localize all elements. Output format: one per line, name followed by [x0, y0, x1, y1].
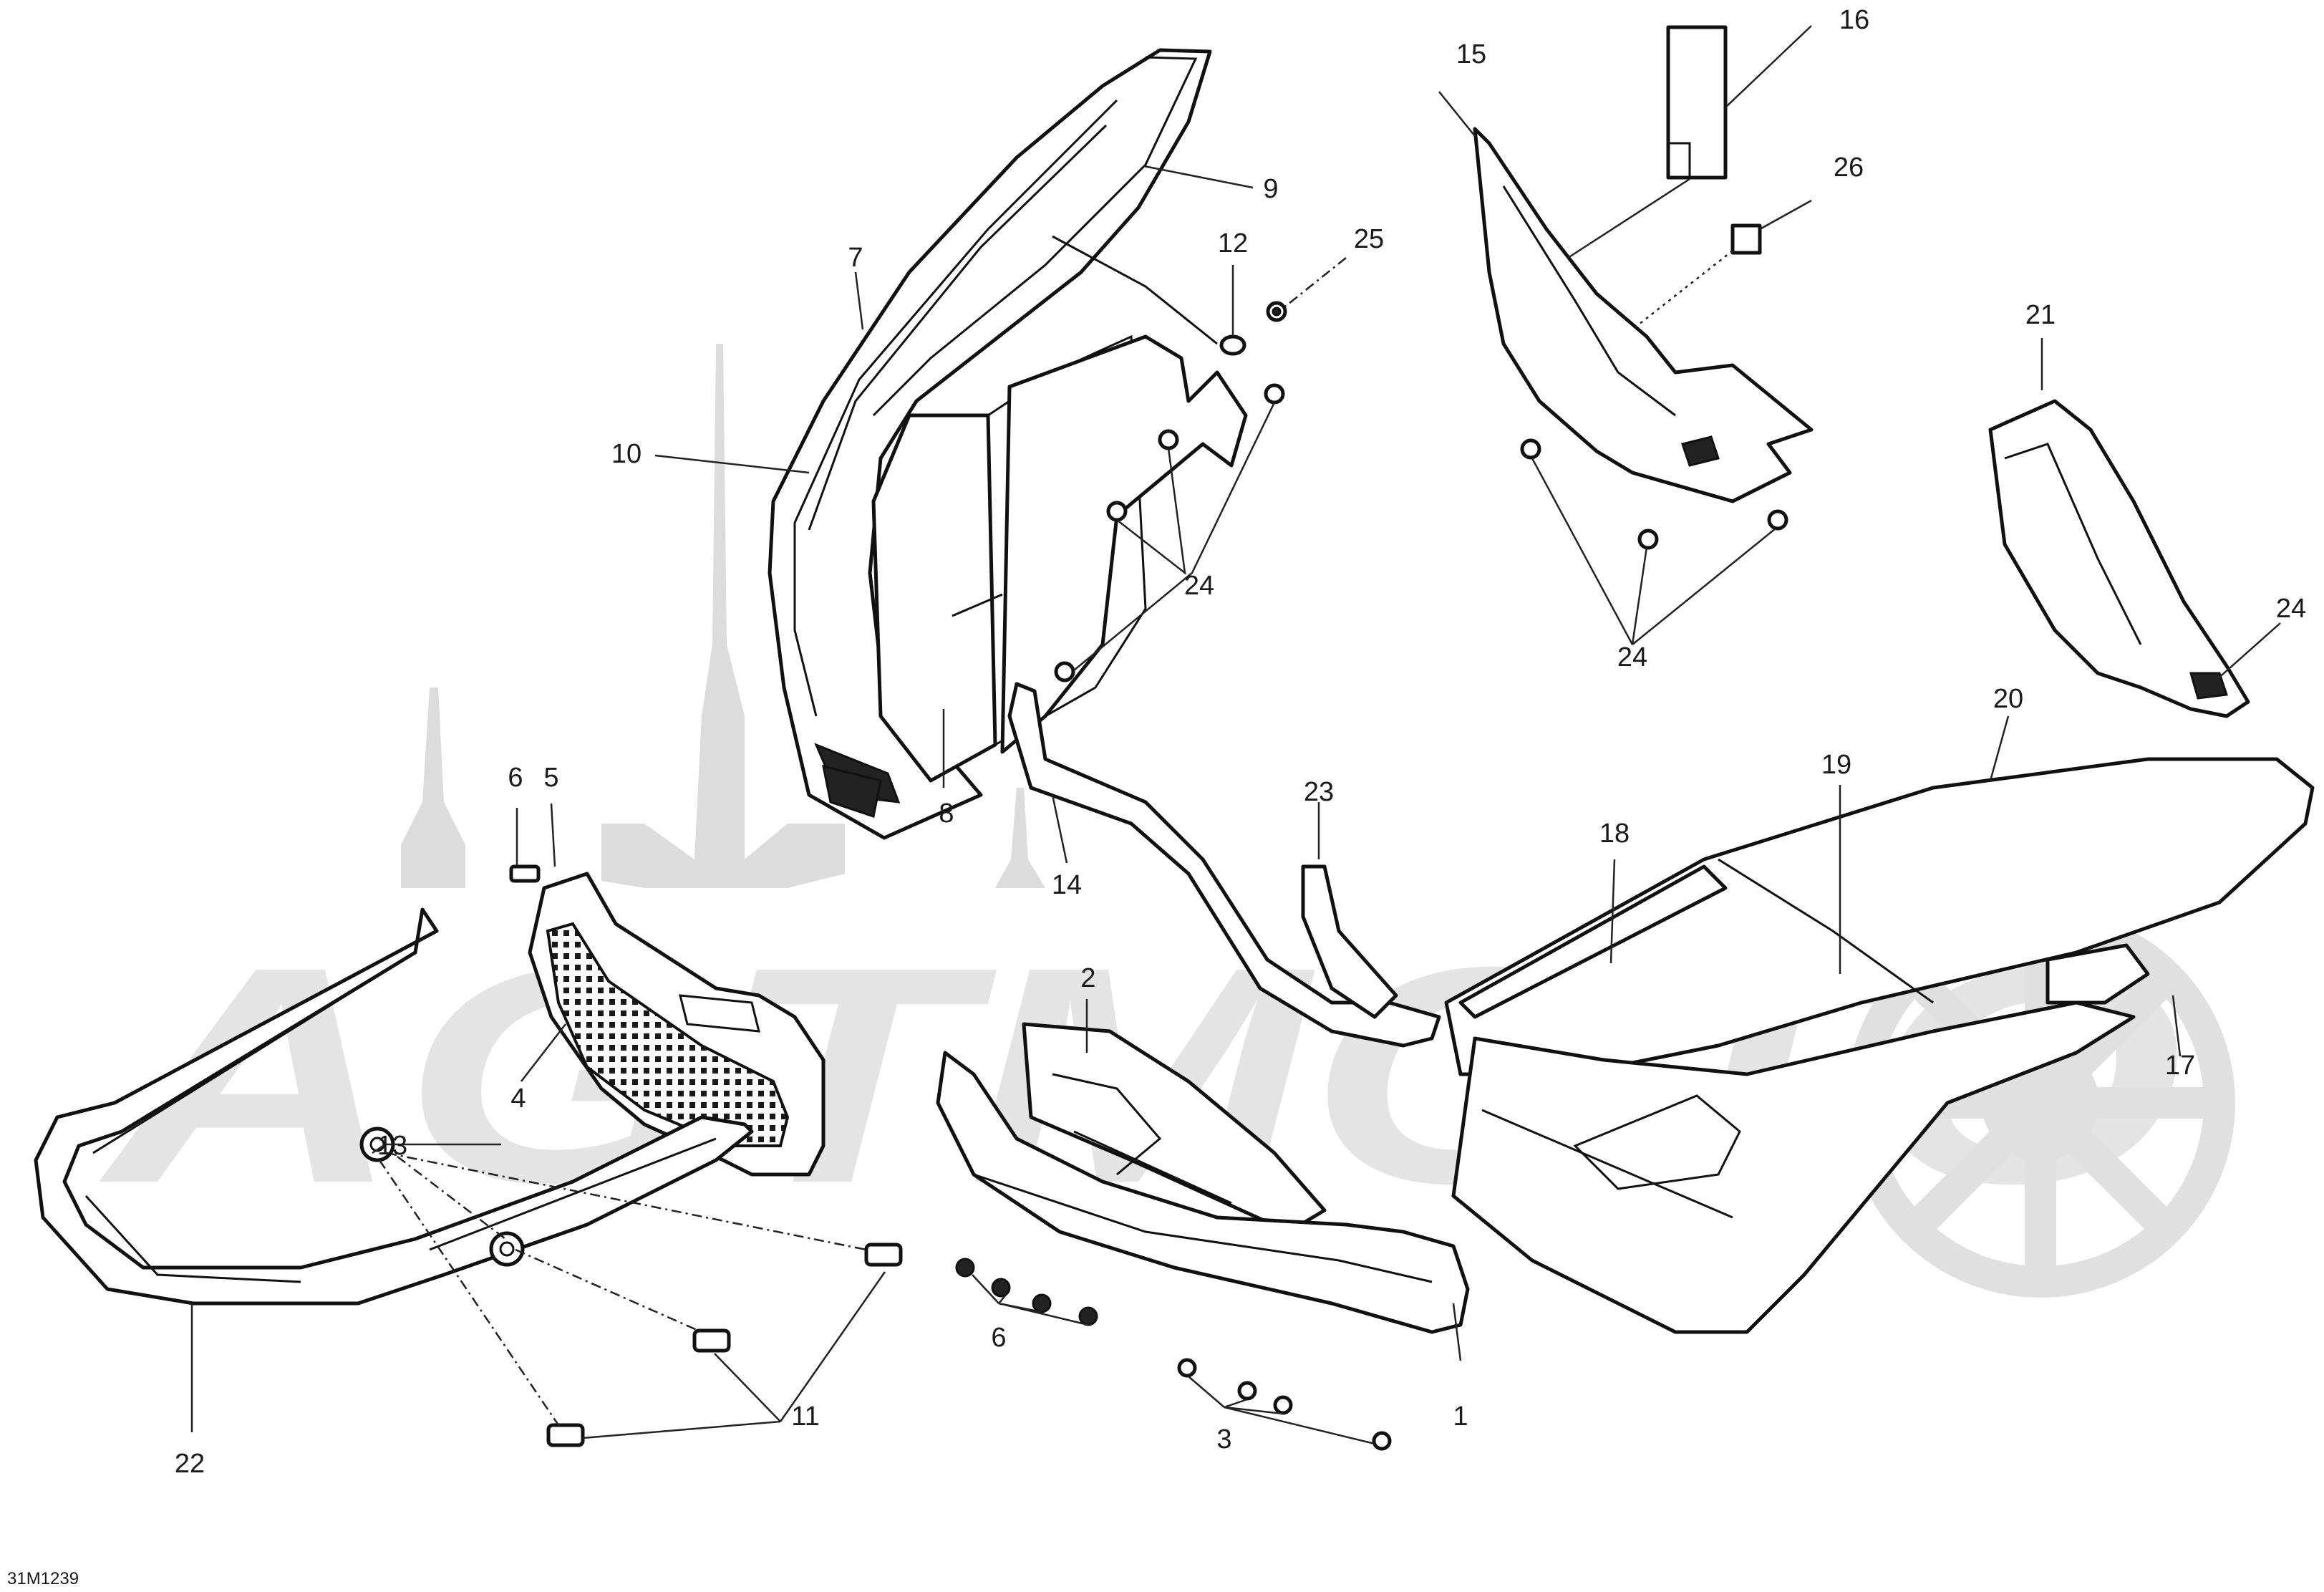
- callout-6-top: 6: [508, 763, 523, 793]
- leader-lines: [190, 25, 2281, 1445]
- callout-16: 16: [1839, 5, 1869, 35]
- screw-6-c: [1032, 1293, 1052, 1313]
- nut-3-b: [1237, 1381, 1257, 1401]
- screw-6-b: [991, 1278, 1011, 1298]
- part-9-upper-trim: [872, 56, 1198, 417]
- callout-21: 21: [2025, 300, 2056, 330]
- nut-25: [1266, 301, 1287, 322]
- screw-6-a: [955, 1258, 975, 1278]
- callout-20: 20: [1993, 684, 2023, 714]
- washer-12: [1219, 334, 1246, 356]
- part-8-bracket: [1000, 334, 1248, 754]
- part-1-lower-trim: [936, 1051, 1470, 1334]
- part-7-upper-cover: [768, 48, 1212, 840]
- callout-15: 15: [1456, 39, 1486, 69]
- callout-22: 22: [175, 1449, 205, 1479]
- part-17-fairing-bracket: [2045, 943, 2150, 1005]
- nut-24-a: [1264, 383, 1285, 405]
- part-22-bumper-tube: [34, 907, 754, 1306]
- callout-18: 18: [1599, 819, 1630, 849]
- part-22-bumper: [34, 907, 754, 1306]
- callout-12: 12: [1218, 228, 1248, 259]
- screw-6-top: [509, 864, 541, 883]
- callout-24-upper: 24: [1184, 571, 1214, 601]
- part-14-bar: [1007, 682, 1441, 1048]
- nut-24-d: [1054, 661, 1075, 682]
- screw-11-b: [692, 1328, 731, 1353]
- lower-center-panel: [936, 1022, 1470, 1334]
- callout-1: 1: [1453, 1402, 1468, 1432]
- nut-13-b: [489, 1231, 525, 1267]
- part-18-fairing-front: [1458, 864, 1728, 1019]
- callout-13: 13: [377, 1131, 407, 1161]
- screw-11-a: [864, 1243, 903, 1267]
- part-4-grille-mesh: [546, 922, 790, 1147]
- nut-24-f: [1637, 529, 1659, 550]
- part-15-bracket-assembly: [1473, 25, 1814, 503]
- part-26-label: [1730, 223, 1762, 255]
- part-14-bracket-bar: [1007, 682, 1441, 1048]
- callout-17: 17: [2165, 1051, 2195, 1081]
- nut-24-e: [1520, 438, 1541, 460]
- screw-6-d: [1078, 1306, 1098, 1326]
- callout-6-lower: 6: [991, 1323, 1006, 1353]
- nut-3-c: [1273, 1395, 1293, 1415]
- part-10-light-strip: [793, 99, 1118, 717]
- callout-9: 9: [1263, 174, 1278, 204]
- fasteners: [359, 301, 1788, 1451]
- grille-assembly: [528, 872, 825, 1177]
- nut-3-d: [1372, 1431, 1392, 1451]
- callout-10: 10: [611, 439, 641, 469]
- watermark-cathedral: [401, 344, 1045, 888]
- nut-24-g: [1767, 509, 1788, 531]
- side-fairing-assembly: [1444, 757, 2315, 1334]
- callout-4: 4: [510, 1084, 526, 1114]
- reference-code: 31M1239: [7, 1569, 79, 1588]
- callout-19: 19: [1821, 750, 1851, 780]
- callout-24-right: 24: [2276, 594, 2306, 624]
- callout-8: 8: [939, 799, 954, 829]
- nut-3-a: [1177, 1358, 1197, 1378]
- callout-25: 25: [1354, 224, 1384, 254]
- part-16-label-plate: [1666, 25, 1728, 180]
- part-8-inner-duct: [871, 413, 997, 783]
- upper-headlight-assembly: [768, 48, 1248, 840]
- part-19-fairing-side: [1451, 1000, 2136, 1334]
- callout-14: 14: [1052, 870, 1082, 900]
- screw-11-c: [546, 1423, 585, 1447]
- nut-24-c: [1106, 501, 1128, 522]
- callout-23: 23: [1304, 777, 1334, 807]
- callout-5: 5: [543, 763, 558, 793]
- callout-labels: 1 2 3 4 5 6 6 7 8 9 10 11 12 13 14 15 16…: [175, 5, 2306, 1479]
- callout-26: 26: [1834, 153, 1864, 183]
- callout-3: 3: [1216, 1424, 1231, 1454]
- callout-11: 11: [791, 1402, 819, 1432]
- part-21-bracket: [1988, 399, 2250, 718]
- callout-2: 2: [1080, 963, 1095, 993]
- part-2-inner-panel: [1022, 1022, 1327, 1234]
- part-23-bracket: [1301, 864, 1398, 1019]
- callout-24-mid: 24: [1617, 642, 1647, 672]
- nut-24-b: [1158, 429, 1179, 450]
- part-15-bracket: [1473, 127, 1814, 503]
- callout-7: 7: [848, 243, 863, 273]
